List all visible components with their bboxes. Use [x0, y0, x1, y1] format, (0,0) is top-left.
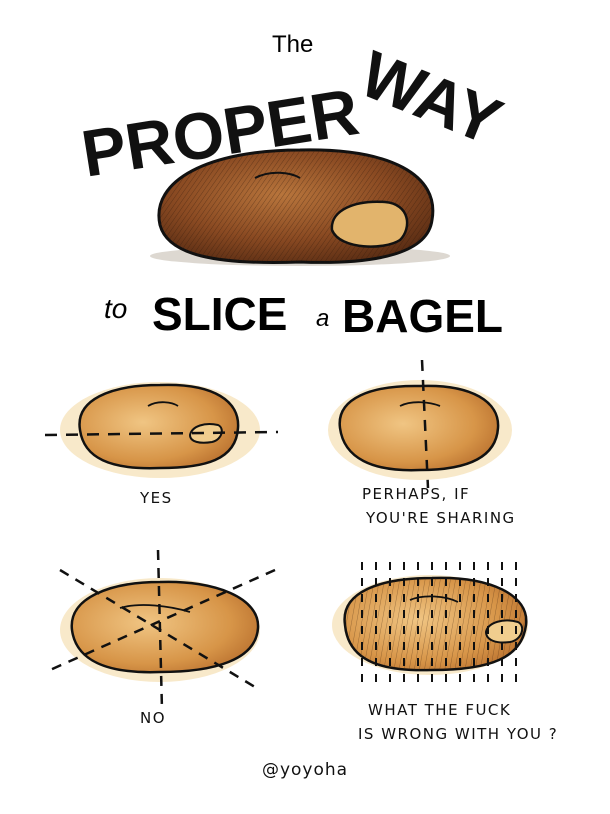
- title-slice: SLICE: [152, 288, 287, 340]
- author-byline: @yoyoha: [261, 760, 349, 780]
- title-a: a: [316, 305, 329, 332]
- title-way: WAY: [351, 36, 512, 159]
- panel-wtf-bagel: [332, 562, 528, 685]
- panel-no-bagel: [49, 549, 276, 711]
- panel-perhaps-bagel: [328, 359, 512, 489]
- caption-line: WHAT THE FUCK: [368, 701, 512, 719]
- caption-line: PERHAPS, IF: [362, 485, 471, 503]
- title-to: to: [104, 293, 127, 324]
- title-bagel: BAGEL: [342, 290, 503, 342]
- title-the: The: [272, 31, 313, 58]
- caption-wtf: WHAT THE FUCK IS WRONG WITH YOU ?: [358, 698, 558, 746]
- caption-perhaps: PERHAPS, IF YOU'RE SHARING: [362, 482, 516, 530]
- caption-yes: YES: [140, 486, 173, 510]
- caption-line: YES: [140, 489, 173, 507]
- caption-no: NO: [140, 706, 166, 730]
- caption-line: YOU'RE SHARING: [366, 509, 516, 527]
- panels-illustration: [44, 359, 528, 711]
- caption-line: IS WRONG WITH YOU ?: [358, 725, 559, 743]
- panel-yes-bagel: [44, 382, 279, 478]
- title-illustration: The PROPER WAY to SLICE a BAGEL: [77, 31, 512, 342]
- big-bagel-image: [150, 148, 450, 266]
- caption-line: NO: [140, 709, 167, 727]
